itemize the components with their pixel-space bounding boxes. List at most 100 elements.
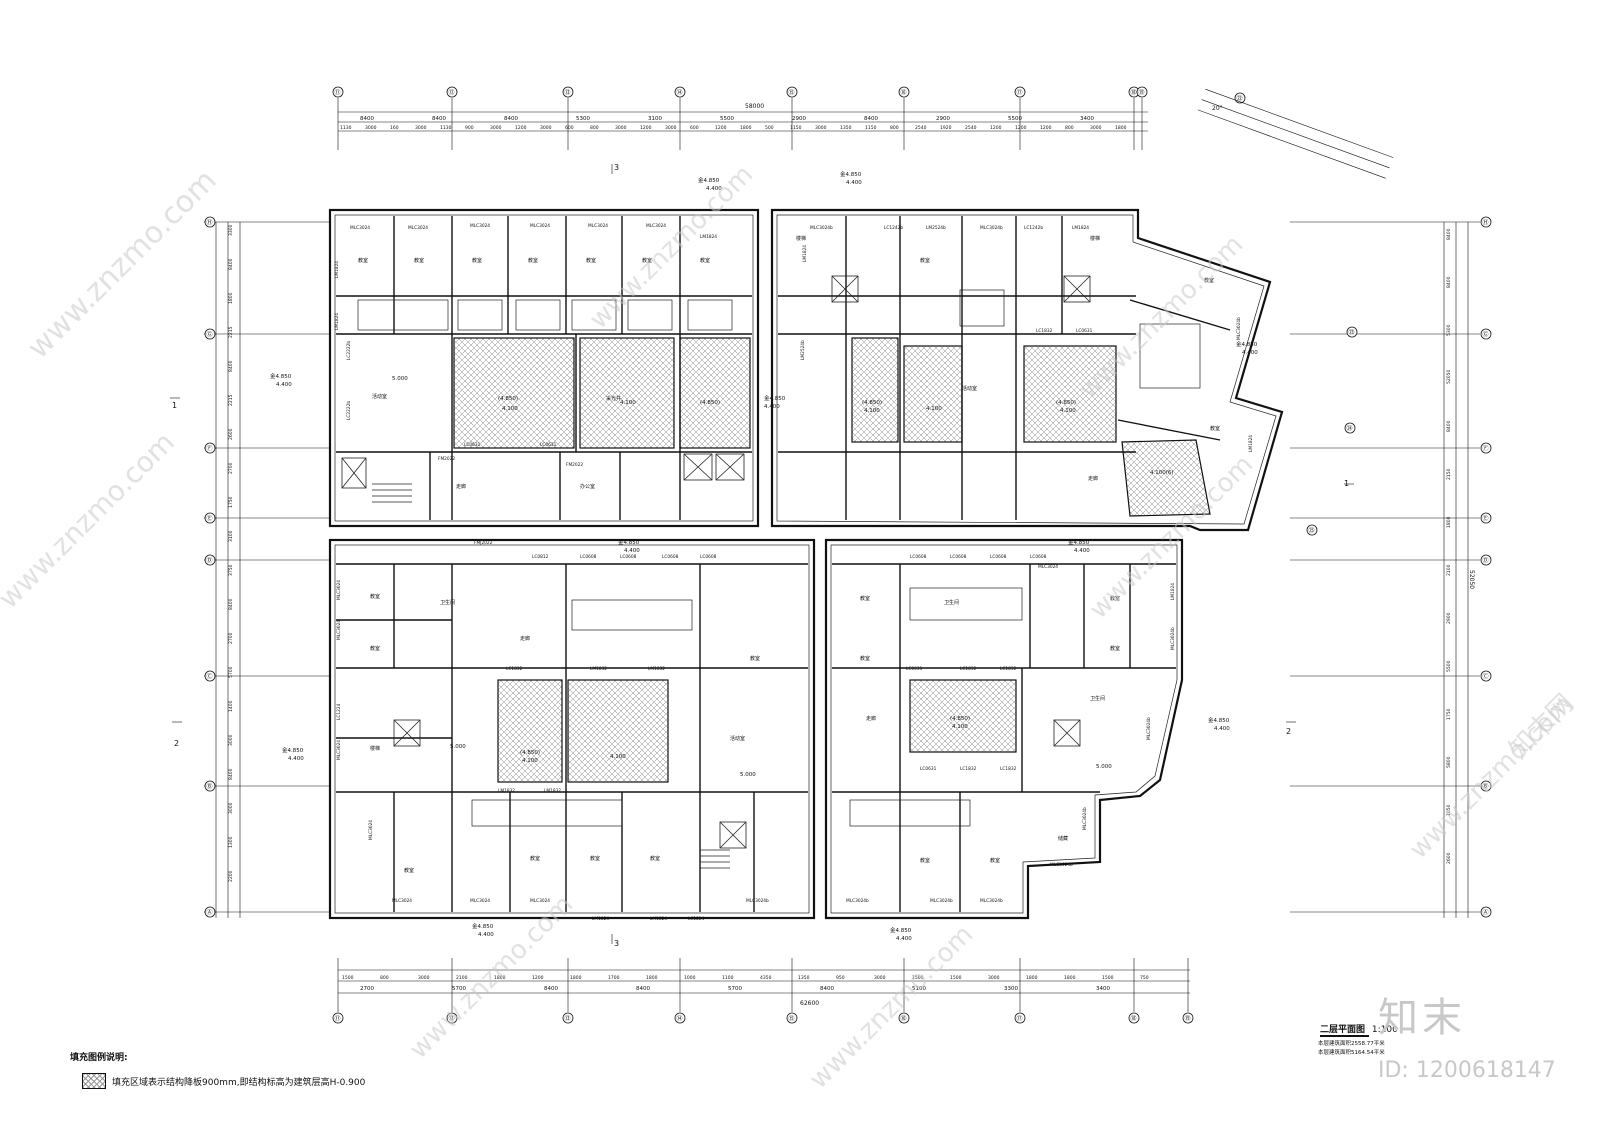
top-minor-dim: 3000 <box>540 125 552 131</box>
right-dim: 1750 <box>1446 708 1452 720</box>
room-label-stair: 楼梯 <box>370 745 380 752</box>
bottom-major-dim: 3300 <box>1004 986 1018 992</box>
court-ne-void <box>1121 439 1211 517</box>
room-label-corridor: 走廊 <box>520 635 530 642</box>
window-tag: LM1832 <box>498 788 515 794</box>
drawing-scale: 1:100 <box>1371 1025 1398 1035</box>
left-dim: 8400 <box>228 598 234 610</box>
svg-text:金4.850: 金4.850 <box>1068 538 1090 546</box>
bottom-minor-dim: 1100 <box>722 975 734 981</box>
top-grid-bubble-label: ⑮ <box>789 89 795 97</box>
top-minor-dim: 1200 <box>1015 125 1027 131</box>
svg-text:5.000: 5.000 <box>392 376 408 382</box>
window-tag: MLC3024 <box>1038 564 1058 570</box>
left-dim: 8400 <box>228 360 234 372</box>
right-grid-bubble <box>1480 328 1492 340</box>
top-minor-dim: 3000 <box>1090 125 1102 131</box>
plan-title: 二层平面图 1:100 <box>1320 1022 1398 1037</box>
window-tag: LC0608 <box>700 554 717 560</box>
top-minor-dim: 3000 <box>490 125 502 131</box>
window-tag: LM2524b <box>926 225 946 231</box>
bottom-minor-dim: 1000 <box>684 975 696 981</box>
right-grid-bubble <box>1480 670 1492 682</box>
room-label-stair: 楼梯 <box>796 235 806 242</box>
left-dim: 2700 <box>228 632 234 644</box>
top-minor-dim: 3000 <box>815 125 827 131</box>
top-grid-bubble-label: ⑰ <box>1017 89 1023 97</box>
left-grid-bubble <box>204 512 216 524</box>
room-label-toilet: 卫生间 <box>944 599 959 606</box>
svg-text:www.znzmo.com: www.znzmo.com <box>21 163 224 366</box>
top-minor-dim: 800 <box>1065 125 1074 131</box>
top-grid-bubble <box>674 86 686 98</box>
overall-dim-right: 52050 <box>1468 570 1475 589</box>
bottom-major-dim: 8400 <box>636 986 650 992</box>
section-markers: 3 3 1 1 2 2 <box>170 163 1354 948</box>
right-dim: 8400 <box>1446 228 1452 240</box>
brand-logo: 知末 <box>1378 995 1466 1041</box>
left-dim: 1300 <box>228 836 234 848</box>
window-tag-vertical: MLC3024b <box>1170 627 1176 650</box>
bottom-grid-bubble-label: ⑫ <box>449 1015 455 1023</box>
top-minor-dim: 2540 <box>965 125 977 131</box>
window-tag: LC0812 <box>532 554 549 560</box>
elevation-marks: 金4.850 4.400 金4.850 4.400 金4.850 4.400 金… <box>270 170 1258 942</box>
svg-text:2: 2 <box>174 739 179 748</box>
left-dim: 1400 <box>228 700 234 712</box>
left-grid-bubble <box>204 670 216 682</box>
window-tag-vertical: LM1824 <box>334 261 340 278</box>
svg-text:3: 3 <box>614 939 619 948</box>
svg-text:金4.850: 金4.850 <box>764 394 786 402</box>
left-dim: 8400 <box>228 258 234 270</box>
svg-text:4.400: 4.400 <box>478 932 494 938</box>
window-tag: LC0608 <box>1030 554 1047 560</box>
room-label-hall: 活动室 <box>372 393 387 400</box>
top-grid-bubble-label: ⑱ <box>1131 89 1137 97</box>
legend-title: 填充图例说明: <box>70 1053 128 1063</box>
interior-walls-ne <box>778 216 1231 520</box>
bottom-minor-dim: 3000 <box>874 975 886 981</box>
left-dim: 5700 <box>228 666 234 678</box>
left-grid-bubble <box>204 216 216 228</box>
hatched-courts <box>453 337 1211 783</box>
right-dim: 5800 <box>1446 756 1452 768</box>
room-label-classroom: 教室 <box>1110 645 1120 652</box>
court-ne-3 <box>1023 345 1117 443</box>
window-tag: LC0631 <box>464 442 481 448</box>
top-minor-dim: 1130 <box>340 125 352 131</box>
top-minor-dim: 3000 <box>365 125 377 131</box>
window-tag: LC0631 <box>540 442 557 448</box>
right-grid-bubble <box>1480 780 1492 792</box>
window-tag-vertical: MLC3024 <box>336 740 342 760</box>
bottom-major-dim: 5700 <box>728 986 742 992</box>
room-label-classroom: 教室 <box>990 857 1000 864</box>
window-tag: FMJ2022 <box>474 540 493 546</box>
right-grid-bubble <box>1480 906 1492 918</box>
svg-text:4.400: 4.400 <box>896 936 912 942</box>
stairs-and-lifts <box>341 275 1091 869</box>
court-ne-2 <box>903 345 963 443</box>
room-label-classroom: 教室 <box>370 593 380 600</box>
left-grid-bubble-label: Ⓔ <box>207 515 213 523</box>
top-major-dim: 2900 <box>792 116 806 122</box>
window-tag: MLC3024b <box>930 898 953 904</box>
window-tag: LC0631 <box>906 666 923 672</box>
room-label-classroom: 教室 <box>414 257 424 264</box>
left-grid-bubble-label: Ⓒ <box>207 673 213 681</box>
bottom-grid-bubble <box>786 1012 798 1024</box>
top-minor-dim: 1800 <box>740 125 752 131</box>
bottom-grid-bubble-label: ⑭ <box>677 1015 683 1023</box>
svg-text:3: 3 <box>614 163 619 172</box>
window-tag-vertical: MLC3024b <box>1146 717 1152 740</box>
window-tag: MLC3024b <box>746 898 769 904</box>
svg-text:www.znzmo.com: www.znzmo.com <box>0 426 181 615</box>
court-sw-2 <box>567 679 669 783</box>
svg-text:4.400: 4.400 <box>288 756 304 762</box>
right-grid-bubble-label: Ⓓ <box>1483 557 1489 565</box>
top-major-dim: 8400 <box>504 116 518 122</box>
room-label-toilet: 卫生间 <box>440 599 455 606</box>
bottom-minor-dim: 2100 <box>456 975 468 981</box>
window-tag: MLC3024 <box>530 223 550 229</box>
